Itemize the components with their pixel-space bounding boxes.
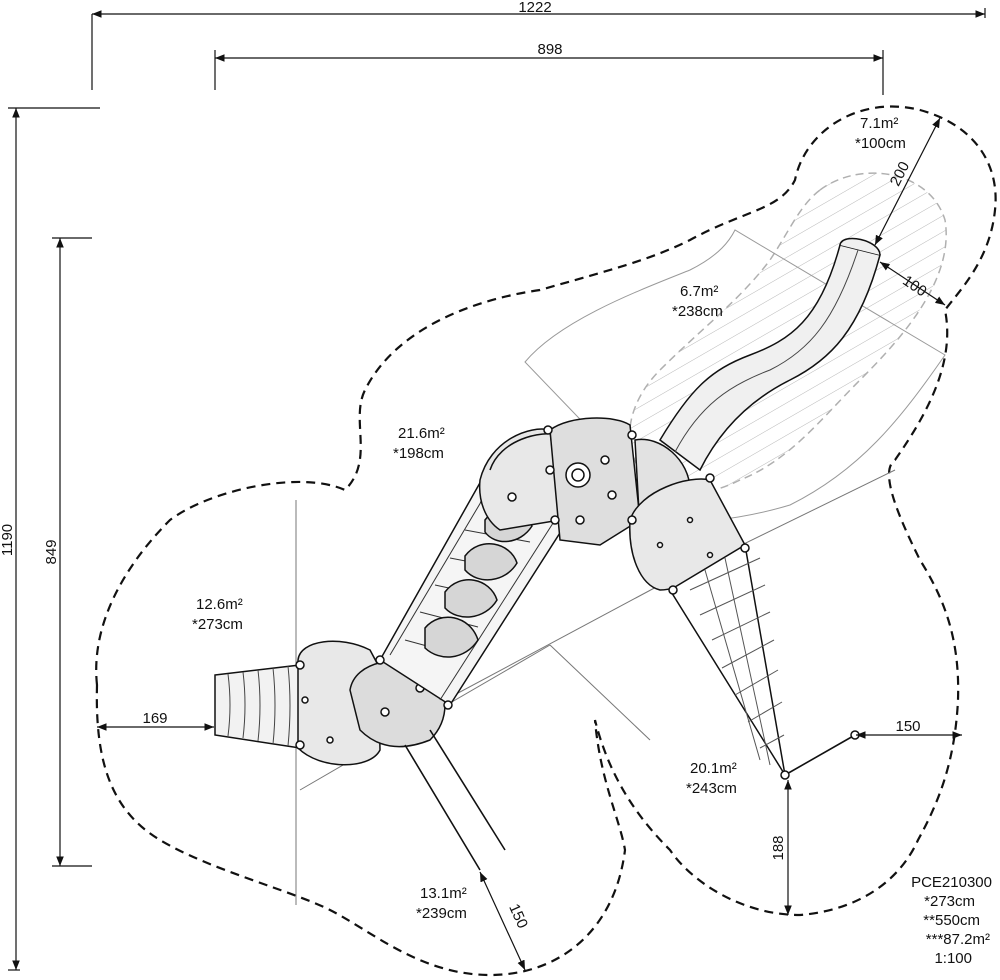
play-structure	[214, 237, 881, 871]
zone-1-area: 7.1m²	[860, 115, 898, 132]
zone-2-area: 6.7m²	[680, 283, 718, 300]
zone-5-height: *243cm	[686, 780, 737, 797]
zone-1-height: *100cm	[855, 135, 906, 152]
product-fall-height: **550cm	[923, 912, 980, 929]
dimension-lines	[8, 8, 986, 971]
product-info: PCE210300 *273cm **550cm ***87.2m² 1:100	[911, 874, 992, 967]
dim-pole-length: 150	[505, 901, 531, 931]
safety-zone-outline	[95, 105, 997, 977]
product-free-height: *273cm	[924, 893, 975, 910]
product-code: PCE210300	[911, 874, 992, 891]
dim-bottom-offset: 188	[770, 835, 787, 860]
dim-total-width: 1222	[518, 0, 551, 16]
dim-right-offset: 150	[895, 718, 920, 735]
zone-6-height: *239cm	[416, 905, 467, 922]
zone-5-area: 20.1m²	[690, 760, 737, 777]
dim-total-height: 1190	[0, 524, 16, 556]
product-impact-area: ***87.2m²	[926, 931, 990, 948]
zone-2-height: *238cm	[672, 303, 723, 320]
dim-inner-height: 849	[43, 539, 60, 564]
zone-4-area: 12.6m²	[196, 596, 243, 613]
zone-3-height: *198cm	[393, 445, 444, 462]
zone-3-area: 21.6m²	[398, 425, 445, 442]
zone-4-height: *273cm	[192, 616, 243, 633]
dim-inner-width: 898	[537, 41, 562, 58]
zone-6-area: 13.1m²	[420, 885, 467, 902]
dim-left-offset: 169	[142, 710, 167, 727]
climbing-net	[668, 543, 786, 776]
product-scale: 1:100	[934, 950, 972, 967]
